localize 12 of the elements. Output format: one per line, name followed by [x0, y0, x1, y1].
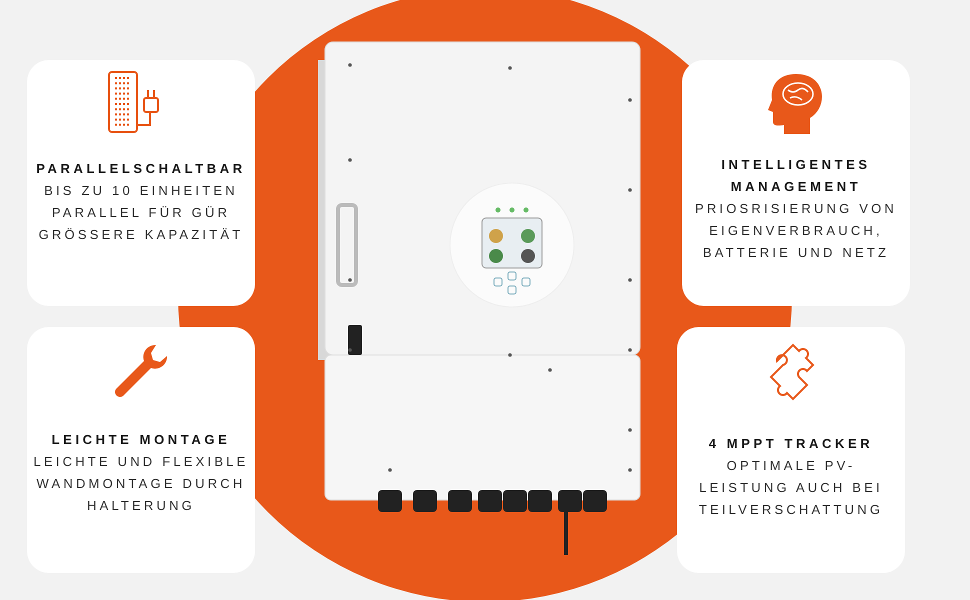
- feature-description: BIS ZU 10 EINHEITEN PARALLEL FÜR GÜR GRÖSSERE KAPAZITÄT: [38, 182, 244, 244]
- feature-card: [27, 60, 255, 306]
- feature-card: [682, 60, 910, 306]
- feature-description: OPTIMALE PV-LEISTUNG AUCH BEI TEILVERSCHATTUNG: [698, 457, 884, 519]
- feature-description: PRIOSRISIERUNG VON EIGENVERBRAUCH, BATTERIE UND NETZ: [694, 200, 898, 262]
- feature-card: [677, 327, 905, 573]
- feature-card: [27, 327, 255, 573]
- feature-heading: LEICHTE MONTAGE: [52, 431, 230, 449]
- feature-heading: INTELLIGENTES MANAGEMENT: [720, 156, 872, 196]
- feature-heading: PARALLELSCHALTBAR: [36, 160, 246, 178]
- feature-heading: 4 MPPT TRACKER: [708, 435, 874, 453]
- feature-description: LEICHTE UND FLEXIBLE WANDMONTAGE DURCH HALTERUNG: [33, 453, 249, 515]
